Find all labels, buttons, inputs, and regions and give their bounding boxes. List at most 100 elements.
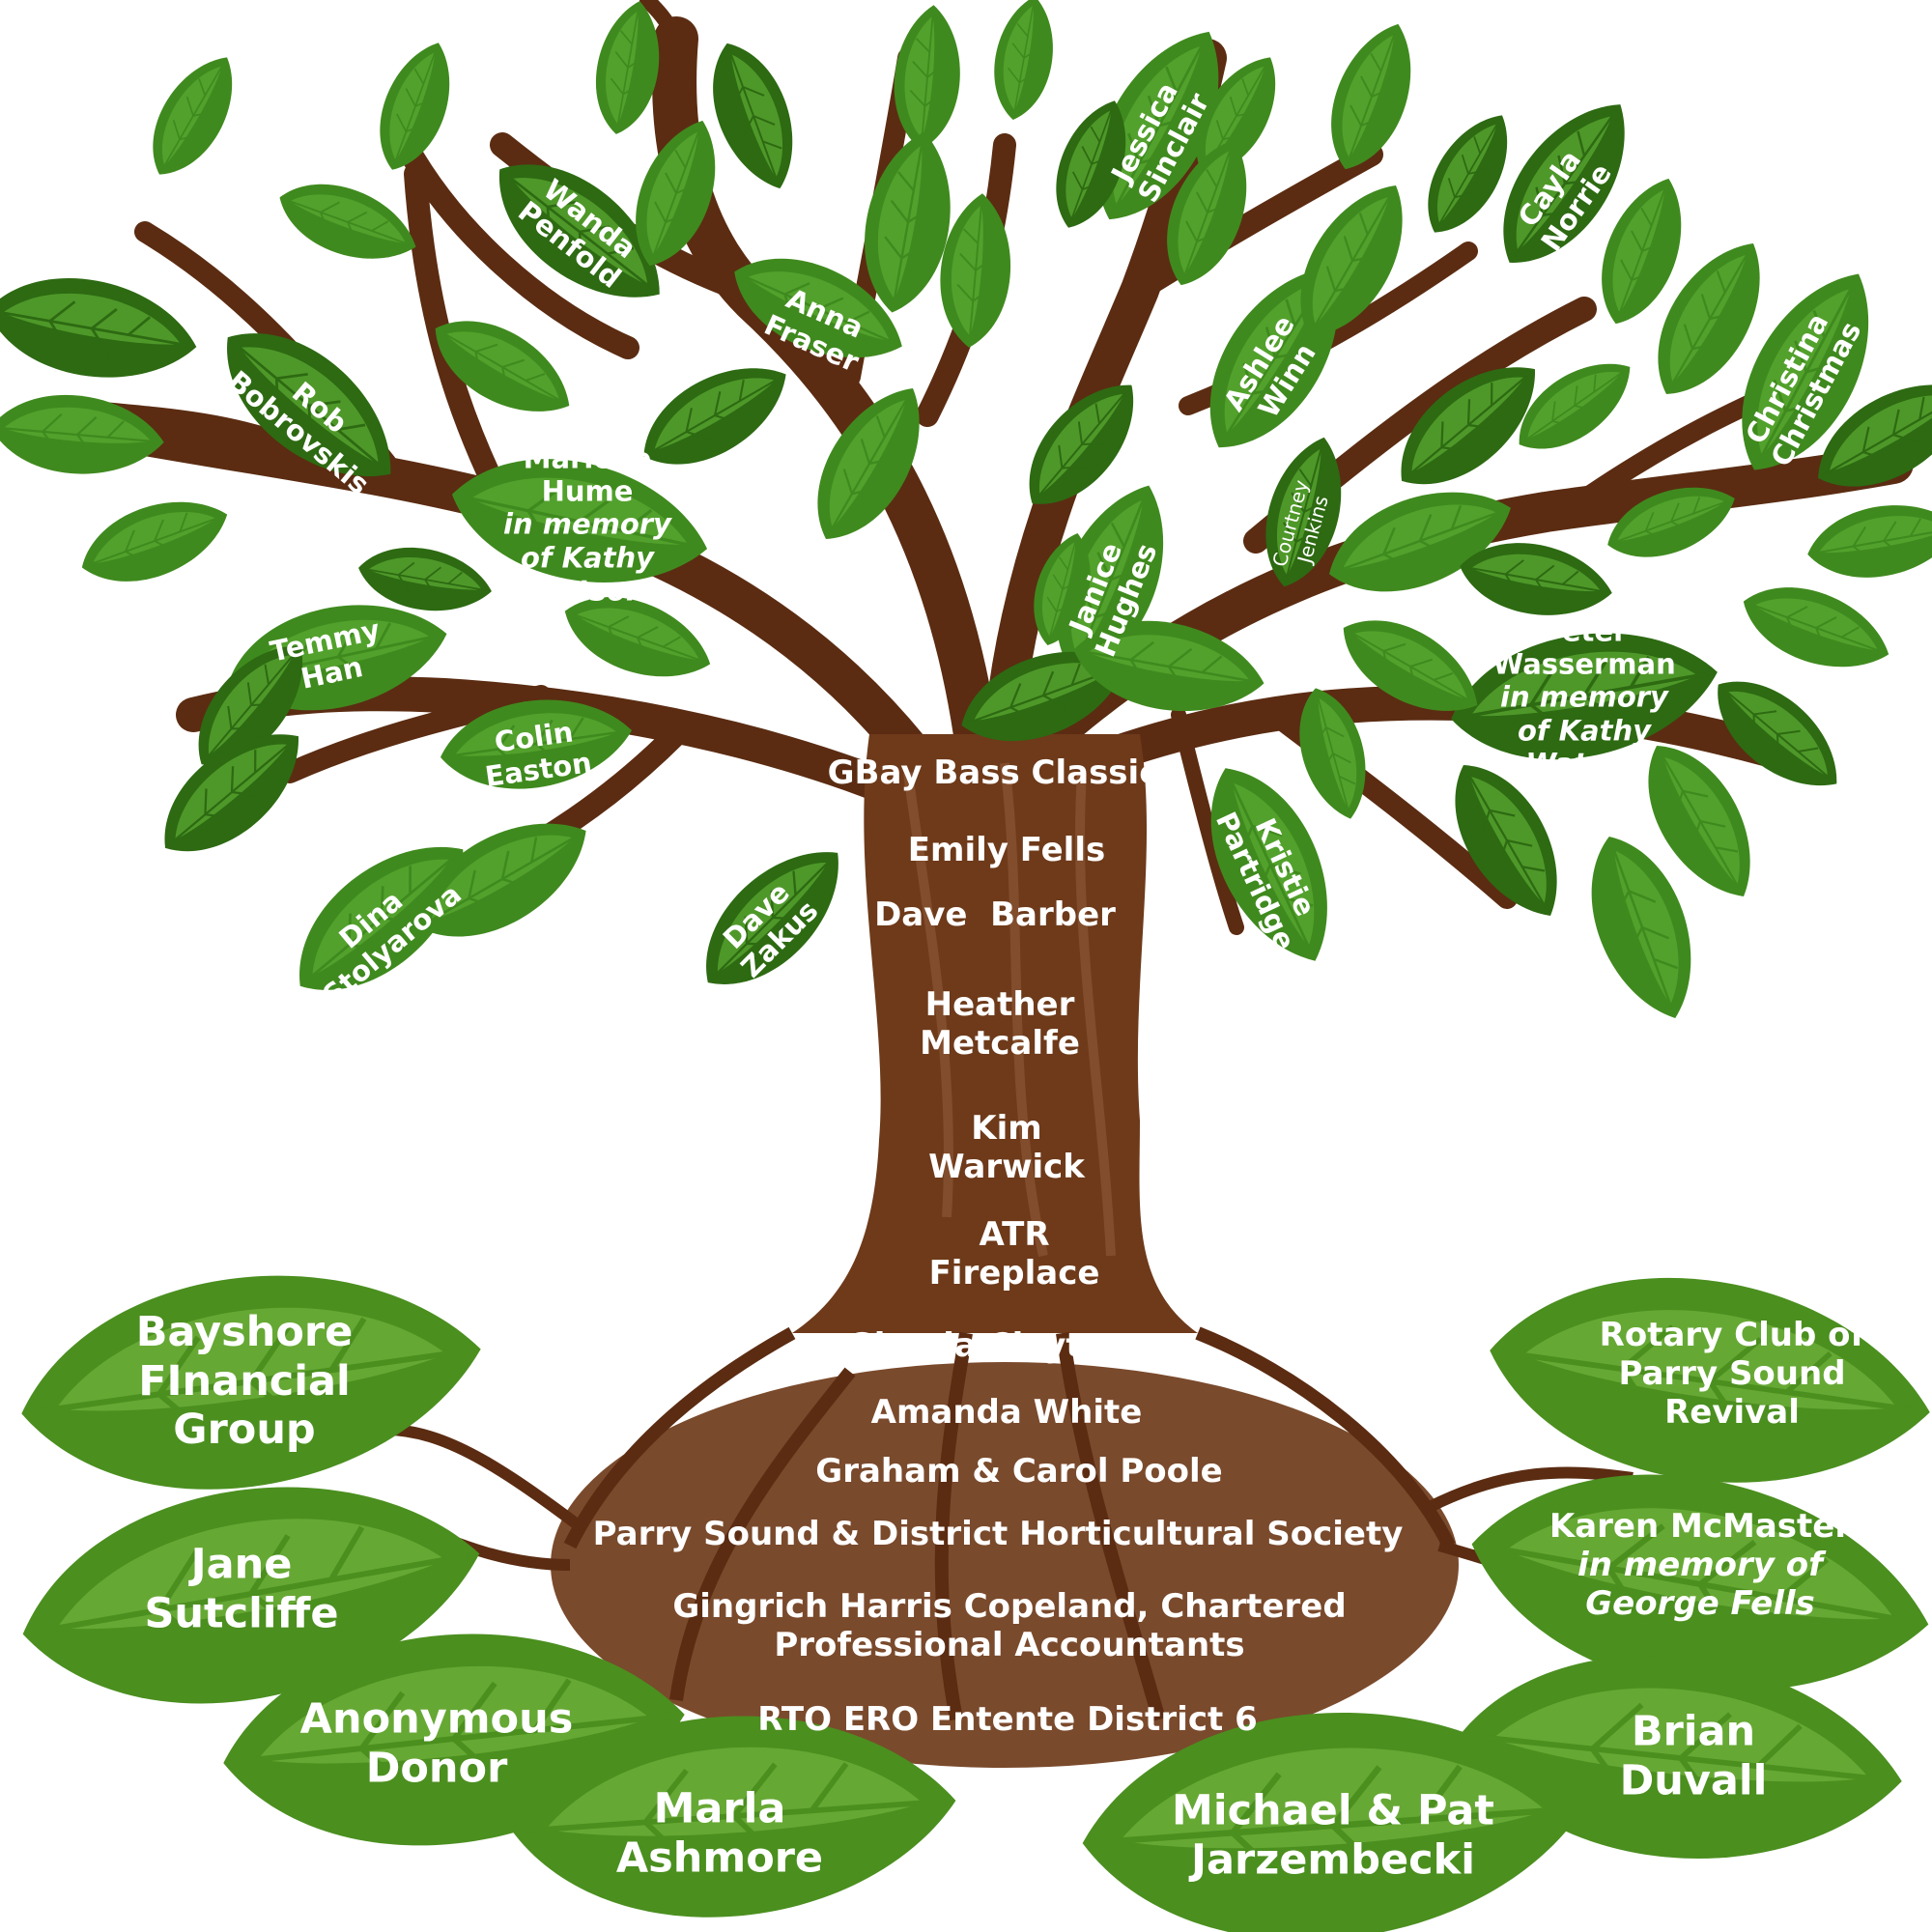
trunk-text-line: Kim xyxy=(971,1108,1042,1148)
trunk-name-emily: Emily Fells xyxy=(907,830,1106,869)
canopy-leaf xyxy=(585,0,670,140)
canopy-leaf xyxy=(1377,339,1560,511)
canopy-leaf xyxy=(363,32,468,181)
trunk-name-parry-hort: Parry Sound & District Horticultural Soc… xyxy=(592,1514,1404,1553)
canopy-leaf xyxy=(1453,531,1619,628)
root-leaf-jane: Jane Sutcliffe xyxy=(144,1540,338,1637)
root-text-line: FInancial xyxy=(138,1356,351,1406)
canopy-leaf xyxy=(851,125,965,320)
root-leaf-rotary: Rotary Club of Parry Sound Revival xyxy=(1600,1316,1865,1432)
root-text-line: Ashmore xyxy=(615,1833,824,1882)
canopy-leaf xyxy=(1632,223,1788,414)
root-text-line: Jane xyxy=(190,1540,293,1589)
canopy-leaf xyxy=(888,2,967,153)
leaf-text-line: Marlene xyxy=(523,441,652,475)
canopy-leaf xyxy=(70,481,240,601)
trunk-name-amanda: Amanda White xyxy=(870,1392,1143,1432)
root-leaf-michael: Michael & Pat Jarzembecki xyxy=(1172,1786,1494,1884)
root-text-line: Rotary Club of xyxy=(1599,1315,1865,1354)
root-leaf-shape xyxy=(1475,1251,1932,1512)
root-leaves xyxy=(4,1245,1932,1932)
canopy-leaf xyxy=(140,706,324,878)
canopy-leaf xyxy=(1250,428,1358,596)
canopy-leaf xyxy=(1568,821,1717,1034)
canopy-leaf xyxy=(948,629,1139,762)
leaf-text-line: Peter xyxy=(1541,614,1628,648)
canopy-leaf xyxy=(1176,42,1297,190)
canopy-leaf xyxy=(1429,745,1585,936)
trunk-text-line: Metcalfe xyxy=(920,1024,1080,1063)
canopy-leaf xyxy=(1314,467,1526,615)
leaf-text-line: of Kathy xyxy=(520,541,655,575)
canopy-leaf xyxy=(625,342,805,489)
root-text-line: Bayshore xyxy=(135,1307,354,1356)
leaf-text-line: Watson xyxy=(1525,747,1643,781)
trunk-name-graham: Graham & Carol Poole xyxy=(815,1451,1223,1491)
leaf-text-line: in memory xyxy=(1500,680,1668,714)
root-text-line: in memory of xyxy=(1577,1545,1823,1584)
leaf-peter-wasserman: Peter Wasserman in memory of Kathy Watso… xyxy=(1492,614,1675,780)
root-leaf-shape xyxy=(1449,1634,1913,1882)
root-leaf-bayshore: Bayshore FInancial Group xyxy=(136,1308,354,1455)
canopy-leaf xyxy=(1030,468,1192,692)
root-leaf-karen: Karen McMaster in memory of George Fells xyxy=(1549,1507,1851,1623)
canopy-leaf xyxy=(694,31,813,201)
canopy-leaf xyxy=(1005,362,1159,526)
canopy-leaf xyxy=(616,108,736,278)
canopy-leaf xyxy=(553,578,723,697)
root-leaf-shape xyxy=(7,1245,496,1518)
canopy-leaf xyxy=(417,298,587,437)
canopy-leaf xyxy=(1066,9,1252,242)
trunk-name-dave-barber: Dave Barber xyxy=(874,895,1116,934)
trunk-name-gingrich: Gingrich Harris Copeland, Chartered Prof… xyxy=(672,1587,1346,1664)
canopy-leaf xyxy=(1325,597,1495,736)
root-text-line: Karen McMaster xyxy=(1548,1506,1852,1546)
trunk-text-line: Warwick xyxy=(928,1148,1085,1186)
leaf-text-line: Wasserman xyxy=(1492,647,1676,681)
canopy-leaf xyxy=(934,190,1017,351)
canopy-leaf xyxy=(268,166,428,278)
trunk xyxy=(365,734,1634,1768)
root-text-line: George Fells xyxy=(1585,1584,1815,1624)
canopy-leaf xyxy=(1022,526,1103,652)
canopy-leaf xyxy=(1440,611,1728,780)
leaf-text-line: of Kathy xyxy=(1517,714,1652,748)
canopy-leaf xyxy=(1312,12,1432,182)
leaf-text-line: Hume xyxy=(541,474,634,508)
canopy-leaf xyxy=(1065,607,1272,726)
canopy-leaf xyxy=(1731,568,1901,688)
canopy-leaf xyxy=(1473,79,1657,288)
root-leaf-brian: Brian Duvall xyxy=(1620,1707,1768,1804)
root-text-line: Anonymous xyxy=(299,1694,574,1744)
canopy-leaf xyxy=(1148,128,1267,298)
root-text-line: Revival xyxy=(1664,1393,1800,1433)
canopy-leaf xyxy=(678,823,867,1012)
root-leaf-shape xyxy=(213,1610,696,1867)
canopy-leaf xyxy=(1178,242,1373,473)
canopy-leaf xyxy=(353,537,497,622)
root-text-line: Donor xyxy=(365,1744,508,1792)
canopy-leaf xyxy=(1582,166,1702,336)
trunk-text-line: Heather xyxy=(924,984,1075,1024)
canopy-leaf xyxy=(791,368,948,559)
canopy-leaf xyxy=(396,793,609,965)
root-text-line: Sutcliffe xyxy=(144,1589,339,1637)
leaf-text-line: Watson xyxy=(528,574,646,608)
canopy-leaf xyxy=(471,133,688,330)
canopy-leaf xyxy=(717,234,920,384)
root-leaf-shape xyxy=(1453,1440,1932,1728)
root-text-line: Marla xyxy=(653,1784,786,1833)
trunk-text-line: Gingrich Harris Copeland, Chartered xyxy=(672,1586,1347,1626)
root-leaf-shape xyxy=(4,1450,498,1738)
canopy-leaf xyxy=(132,42,254,190)
trunk-text-line: Professional Accountants xyxy=(774,1626,1245,1664)
trunk-text-line: Fireplace xyxy=(928,1254,1100,1293)
canopy-leaf xyxy=(1274,165,1431,356)
canopy-leaf xyxy=(1501,342,1648,469)
canopy-leaf xyxy=(440,437,720,607)
root-text-line: Group xyxy=(173,1406,316,1455)
root-leaf-shape xyxy=(1074,1695,1592,1932)
canopy-leaf xyxy=(174,623,328,787)
trunk-name-heather: Heather Metcalfe xyxy=(920,985,1080,1063)
